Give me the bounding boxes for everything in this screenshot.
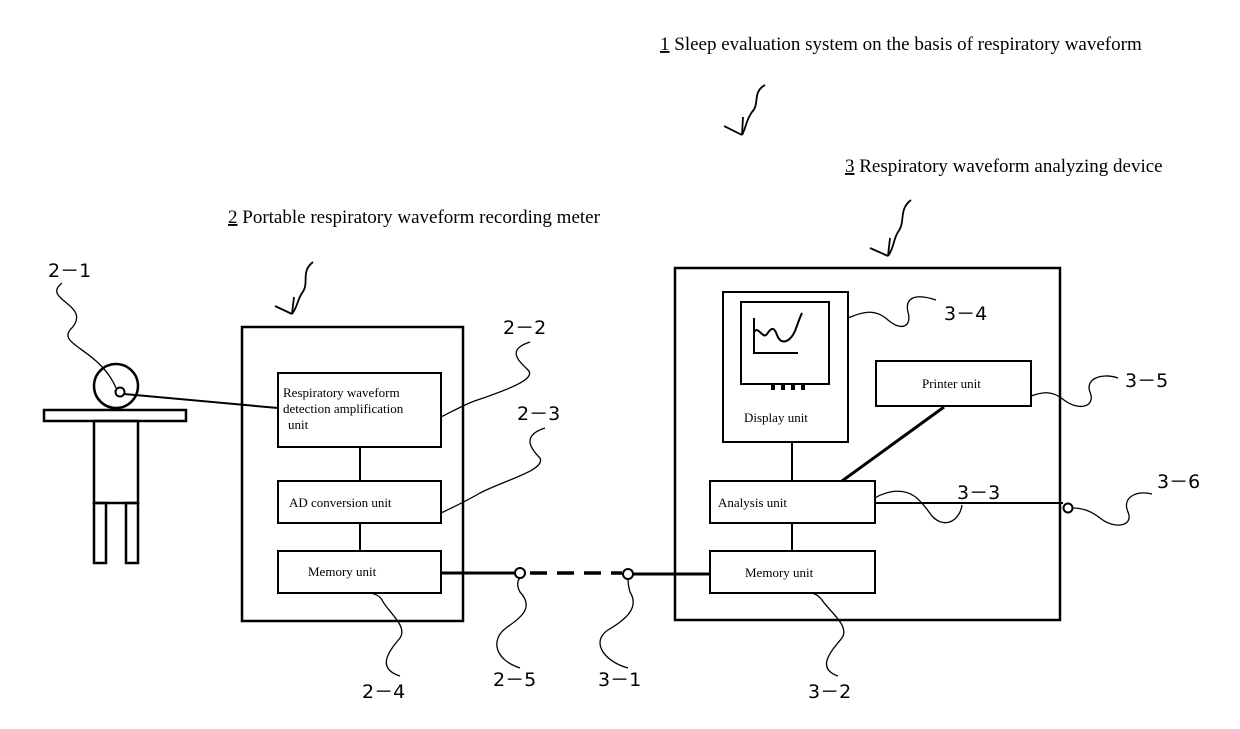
leader-3-6	[1073, 493, 1152, 525]
respiratory-sensor	[116, 388, 125, 397]
ref-2-2: 2－2	[503, 317, 546, 339]
recorder-title: 2 Portable respiratory waveform recordin…	[228, 207, 601, 228]
subject-left-leg	[94, 503, 106, 563]
subject-head	[94, 364, 138, 408]
system-pointer-arrow	[724, 85, 765, 135]
ref-3-6: 3－6	[1157, 471, 1200, 493]
leader-3-4	[848, 297, 936, 327]
system-title: 1 Sleep evaluation system on the basis o…	[660, 34, 1142, 55]
memory-left-label: Memory unit	[308, 564, 377, 579]
leader-2-3	[441, 428, 545, 513]
leader-lines	[57, 283, 1152, 676]
connector-analysis-printer	[842, 407, 944, 481]
leader-3-3	[875, 491, 962, 522]
analysis-label: Analysis unit	[718, 495, 787, 510]
external-output-terminal-3-6	[1064, 504, 1073, 513]
ref-3-5: 3－5	[1125, 370, 1168, 392]
leader-3-1	[600, 579, 633, 668]
recorder-pointer-arrow	[275, 262, 313, 314]
sensor-cable	[124, 394, 278, 408]
subject-arms	[44, 410, 186, 421]
display-buttons	[771, 385, 805, 390]
ref-3-1: 3－1	[598, 669, 641, 691]
ref-3-4: 3－4	[944, 303, 987, 325]
subject-right-leg	[126, 503, 138, 563]
memory-right-label: Memory unit	[745, 565, 814, 580]
leader-3-5	[1031, 376, 1118, 406]
ref-2-1: 2－1	[48, 260, 91, 282]
leader-3-2	[812, 593, 844, 676]
analyzer-title: 3 Respiratory waveform analyzing device	[845, 156, 1163, 177]
subject-torso	[94, 421, 138, 503]
waveform-glyph	[754, 313, 802, 353]
detection-unit-label-3: unit	[288, 417, 309, 432]
leader-2-5	[497, 578, 526, 668]
ref-2-4: 2－4	[362, 681, 405, 703]
ref-2-3: 2－3	[517, 403, 560, 425]
display-label: Display unit	[744, 410, 808, 425]
ref-3-2: 3－2	[808, 681, 851, 703]
subject-figure	[44, 364, 186, 563]
ad-conversion-label: AD conversion unit	[289, 495, 392, 510]
output-terminal-2-5	[515, 568, 525, 578]
leader-2-4	[370, 593, 402, 676]
ref-2-5: 2－5	[493, 669, 536, 691]
analyzer-pointer-arrow	[870, 200, 911, 256]
input-terminal-3-1	[623, 569, 633, 579]
printer-label: Printer unit	[922, 376, 981, 391]
ref-3-3: 3－3	[957, 482, 1000, 504]
leader-2-1	[57, 283, 116, 388]
detection-unit-label-2: detection amplification	[283, 401, 404, 416]
detection-unit-label-1: Respiratory waveform	[283, 385, 400, 400]
analyzer-enclosure	[675, 268, 1060, 620]
